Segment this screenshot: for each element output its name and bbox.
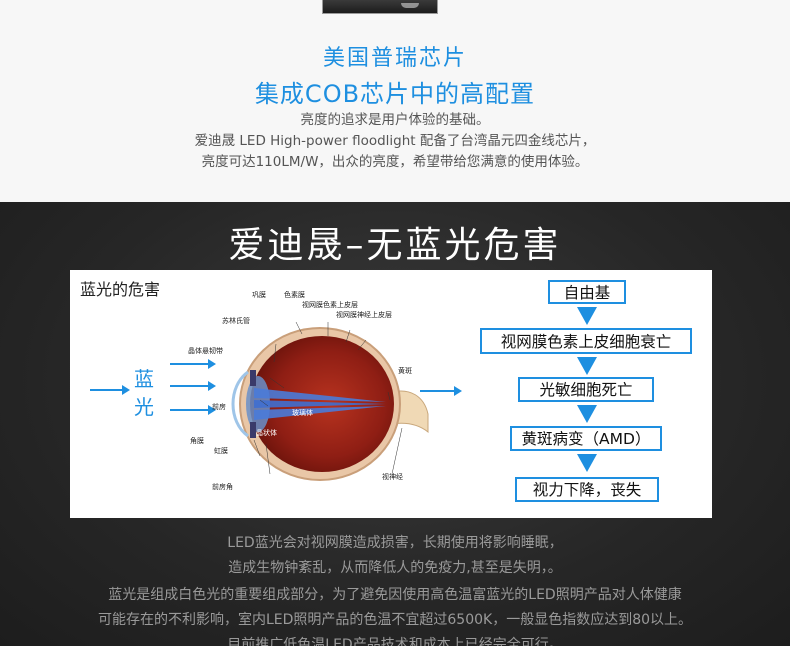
footer-line-2: 造成生物钟紊乱，从而降低人的免疫力,甚至是失明，。	[228, 560, 562, 576]
middle-arrow-icon	[420, 386, 462, 396]
hazard-diagram-panel: 蓝光的危害 蓝 光	[70, 270, 712, 518]
footer-line-1: LED蓝光会对视网膜造成损害，长期使用将影响睡眠，	[227, 535, 563, 551]
light-arrows-icon	[170, 359, 216, 415]
flow-photoreceptor: 光敏细胞死亡	[518, 377, 654, 402]
eye-label-nerve: 视神经	[382, 473, 403, 481]
blue-light-section: 爱迪晟–无蓝光危害 蓝光的危害 蓝 光	[0, 202, 790, 646]
footer-line-3: 蓝光是组成白色光的重要组成部分，为了避免因使用高色温富蓝光的LED照明产品对人体…	[108, 587, 682, 603]
desc-line-2: 爱迪晟 LED High-power floodlight 配备了台湾晶元四金线…	[194, 133, 596, 149]
flow-vision-loss: 视力下降，丧失	[515, 477, 659, 502]
eye-diagram	[231, 321, 429, 481]
eye-label-macula: 黄斑	[398, 367, 412, 375]
eye-label-vitreous: 玻璃体	[292, 409, 313, 417]
footer-line-4: 可能存在的不利影响，室内LED照明产品的色温不宜超过6500K，一般显色指数应达…	[97, 612, 693, 628]
eye-label-schlemm: 苏林氏管	[222, 317, 250, 325]
eye-label-anterior: 前房	[212, 403, 226, 411]
eye-label-sclera: 巩膜	[252, 291, 266, 299]
flow-amd: 黄斑病变（AMD）	[510, 426, 662, 451]
footer-line-5: 目前推广低色温LED产品技术和成本上已经完全可行。	[227, 637, 563, 646]
chip-title: 美国普瑞芯片	[322, 46, 467, 71]
top-section: 美国普瑞芯片 集成COB芯片中的高配置 亮度的追求是用户体验的基础。 爱迪晟 L…	[0, 0, 790, 202]
desc-line-3: 亮度可达110LM/W，出众的亮度，希望带给您满意的使用体验。	[201, 154, 589, 170]
eye-label-zonule: 晶体悬韧带	[188, 347, 223, 355]
panel-title: 蓝光的危害	[80, 280, 161, 299]
down-arrow-icon	[577, 307, 597, 325]
flow-rpe-death: 视网膜色素上皮细胞衰亡	[480, 328, 692, 354]
down-arrow-icon	[577, 454, 597, 472]
down-arrow-icon	[577, 357, 597, 375]
flow-free-radical: 自由基	[548, 280, 626, 304]
eye-label-lens: 晶状体	[256, 429, 277, 437]
cob-title: 集成COB芯片中的高配置	[254, 80, 536, 108]
eye-label-cornea: 角膜	[190, 437, 204, 445]
left-arrow-icon	[90, 385, 130, 395]
desc-line-1: 亮度的追求是用户体验的基础。	[300, 112, 490, 128]
product-image	[322, 0, 438, 14]
blue-label-2: 光	[134, 395, 154, 419]
eye-label-iris: 虹膜	[214, 447, 228, 455]
down-arrow-icon	[577, 405, 597, 423]
eye-label-rpe: 视网膜色素上皮层	[302, 301, 358, 309]
eye-label-angle: 前房角	[212, 483, 233, 491]
eye-label-neuro: 视网膜神经上皮层	[336, 311, 392, 319]
section-title: 爱迪晟–无蓝光危害	[228, 225, 562, 266]
blue-label-1: 蓝	[134, 367, 154, 391]
eye-label-uvea: 色素膜	[284, 291, 305, 299]
